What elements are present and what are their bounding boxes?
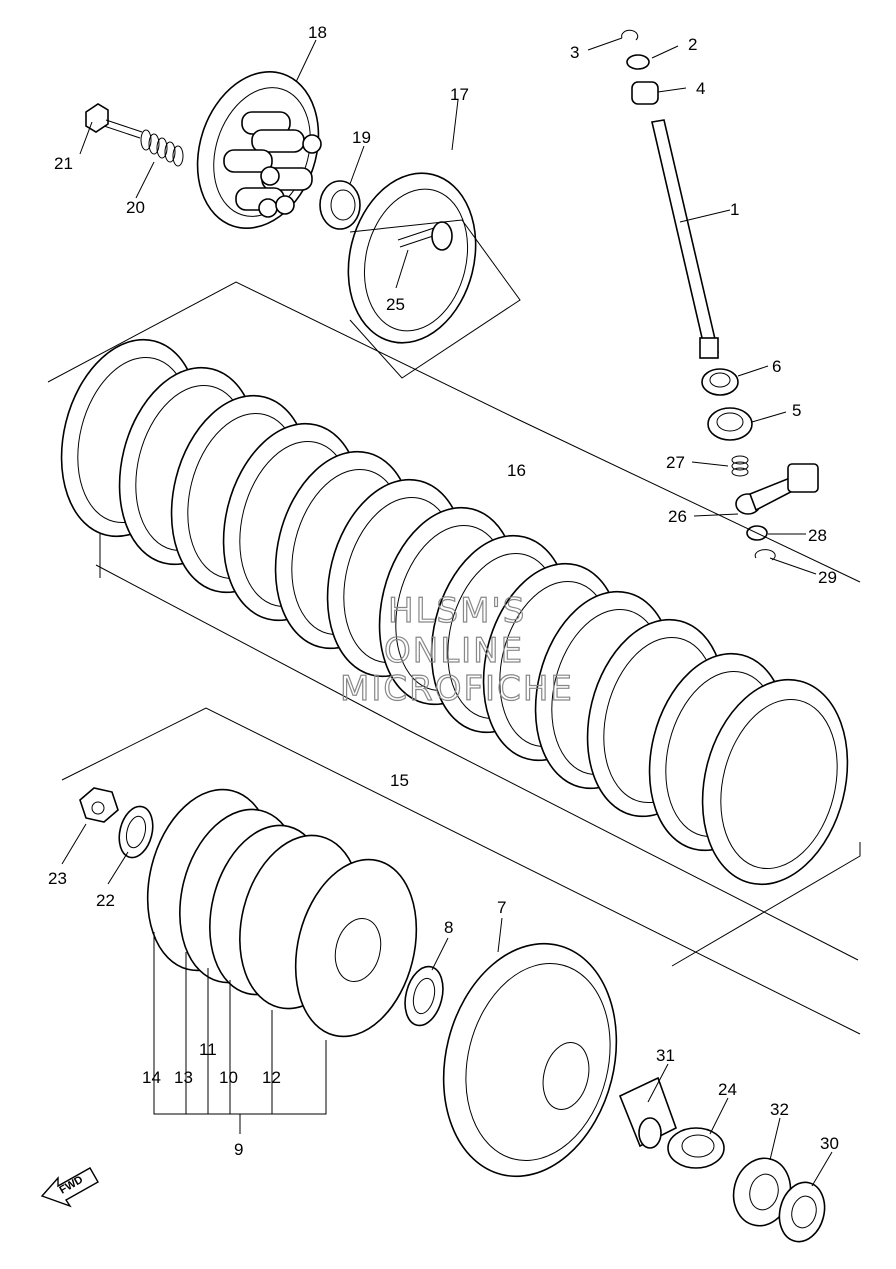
push-rod-2 bbox=[397, 221, 453, 251]
pressure-plate-bearing bbox=[319, 180, 361, 230]
lock-nut-23 bbox=[79, 787, 119, 823]
callout-21: 21 bbox=[54, 154, 73, 173]
callout-13: 13 bbox=[174, 1068, 193, 1087]
clutch-boss-assembly bbox=[146, 788, 418, 1038]
callout-19: 19 bbox=[352, 128, 371, 147]
callout-23: 23 bbox=[48, 869, 67, 888]
washer-30 bbox=[778, 1181, 826, 1243]
clutch-plate-stack bbox=[47, 281, 861, 961]
callout-27: 27 bbox=[666, 453, 685, 472]
callouts: 1 2 3 4 5 6 7 8 9 10 11 12 13 14 15 16 1… bbox=[48, 23, 839, 1159]
callout-25: 25 bbox=[386, 295, 405, 314]
callout-5: 5 bbox=[792, 401, 801, 420]
callout-18: 18 bbox=[308, 23, 327, 42]
pressure-plate bbox=[196, 71, 322, 229]
oil-seal-5 bbox=[707, 407, 753, 441]
fwd-arrow-icon: FWD bbox=[40, 1167, 99, 1208]
watermark-line-3: MICROFICHE bbox=[340, 669, 574, 709]
callout-9: 9 bbox=[234, 1140, 243, 1159]
push-lever-shaft bbox=[735, 463, 819, 515]
callout-3: 3 bbox=[570, 43, 579, 62]
callout-29: 29 bbox=[818, 568, 837, 587]
callout-4: 4 bbox=[696, 79, 705, 98]
clutch-spring bbox=[140, 129, 184, 167]
callout-32: 32 bbox=[770, 1100, 789, 1119]
bearing-4 bbox=[631, 81, 659, 105]
callout-12: 12 bbox=[262, 1068, 281, 1087]
callout-14: 14 bbox=[142, 1068, 161, 1087]
spring-27 bbox=[731, 455, 749, 477]
watermark-line-1: HLSM'S bbox=[388, 591, 526, 631]
clutch-bolt bbox=[85, 103, 143, 139]
collar-31 bbox=[618, 1076, 677, 1149]
callout-1: 1 bbox=[730, 200, 739, 219]
bearing-6 bbox=[701, 368, 739, 396]
callout-28: 28 bbox=[808, 526, 827, 545]
watermark: HLSM'S ONLINE MICROFICHE bbox=[339, 590, 574, 709]
callout-22: 22 bbox=[96, 891, 115, 910]
lock-washer-22 bbox=[118, 805, 154, 859]
needle-bearing-24 bbox=[667, 1127, 725, 1169]
callout-26: 26 bbox=[668, 507, 687, 526]
callout-17: 17 bbox=[450, 85, 469, 104]
callout-10: 10 bbox=[219, 1068, 238, 1087]
push-rod-1 bbox=[651, 119, 719, 359]
primary-driven-gear bbox=[442, 942, 618, 1178]
callout-2: 2 bbox=[688, 35, 697, 54]
callout-20: 20 bbox=[126, 198, 145, 217]
callout-24: 24 bbox=[718, 1080, 737, 1099]
top-friction-plate bbox=[347, 172, 477, 344]
callout-6: 6 bbox=[772, 357, 781, 376]
leader-lines bbox=[61, 37, 833, 1187]
callout-15: 15 bbox=[390, 771, 409, 790]
circlip-3 bbox=[621, 29, 639, 41]
callout-8: 8 bbox=[444, 918, 453, 937]
washer-2 bbox=[626, 54, 650, 70]
callout-16: 16 bbox=[507, 461, 526, 480]
callout-11: 11 bbox=[199, 1040, 217, 1059]
callout-31: 31 bbox=[656, 1046, 675, 1065]
watermark-line-2: ONLINE bbox=[384, 631, 524, 671]
callout-7: 7 bbox=[497, 898, 506, 917]
circlip-29 bbox=[754, 549, 776, 561]
thrust-washer-8 bbox=[404, 965, 444, 1027]
callout-30: 30 bbox=[820, 1134, 839, 1153]
